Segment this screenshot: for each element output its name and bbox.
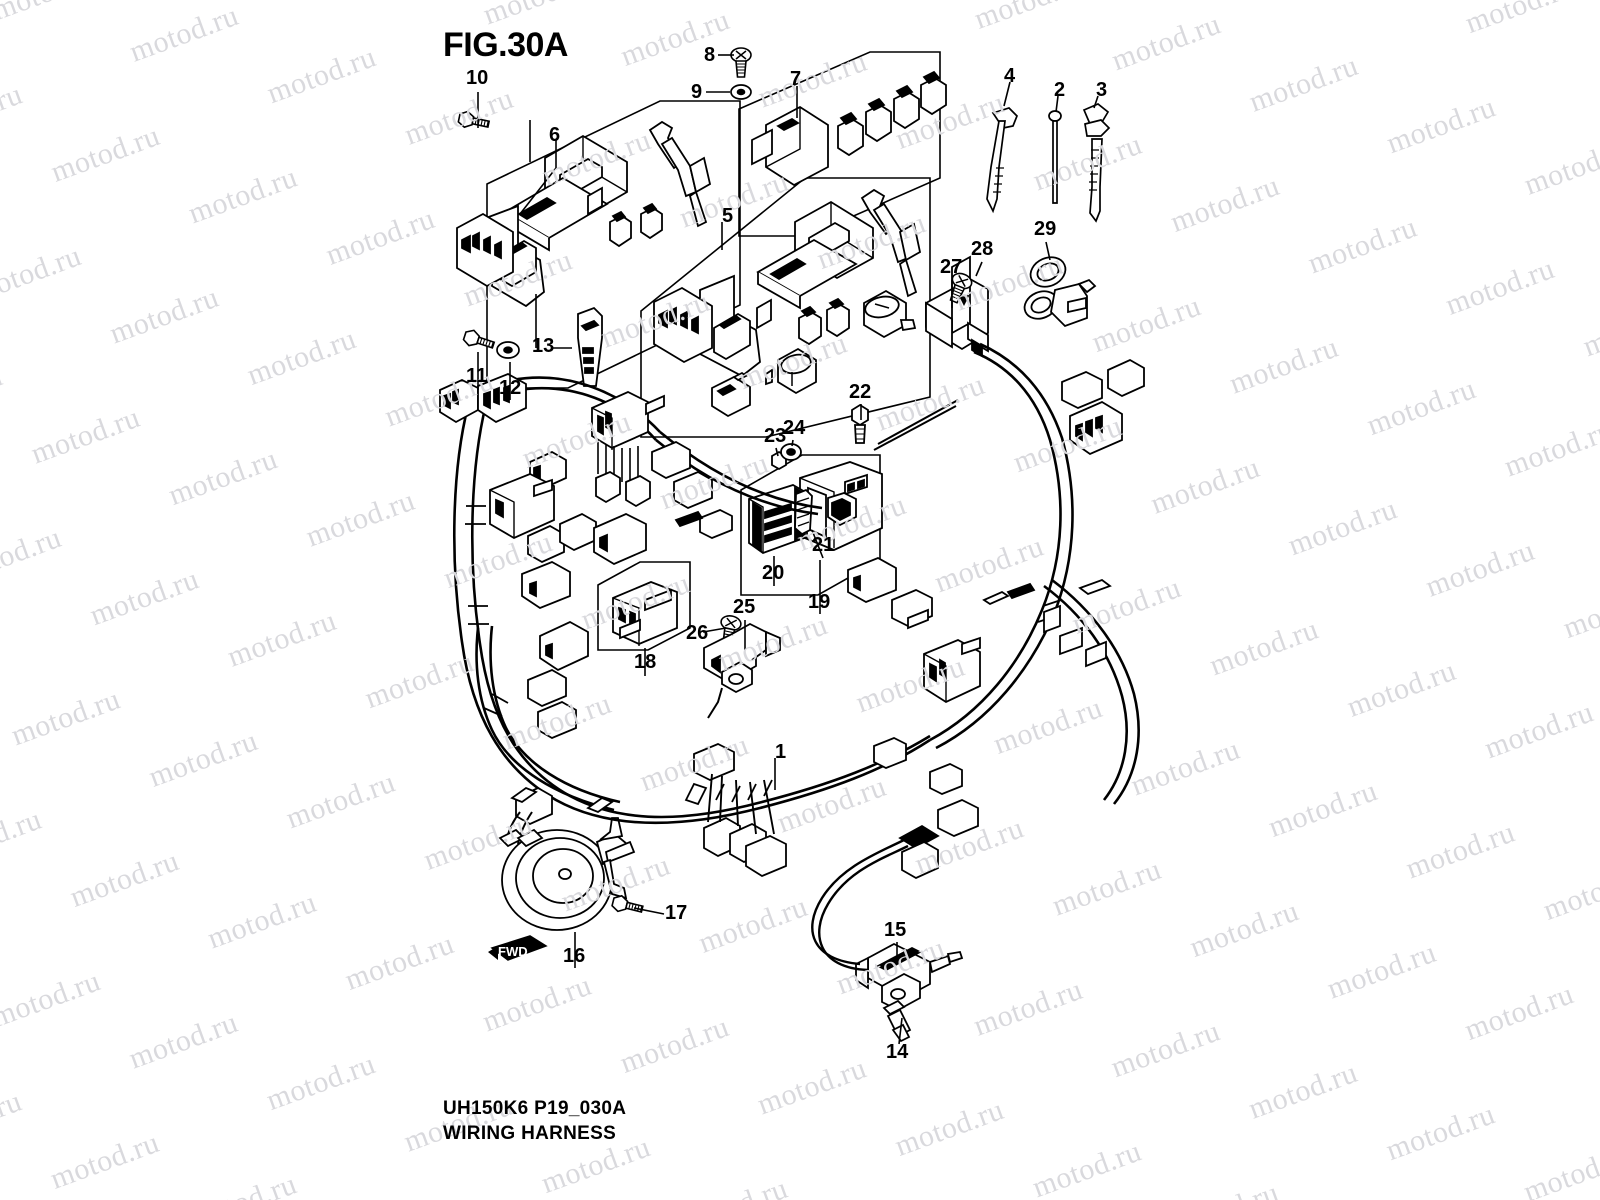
callout-20[interactable]: 20 xyxy=(762,562,785,584)
callout-25[interactable]: 25 xyxy=(733,596,756,618)
callout-10[interactable]: 10 xyxy=(466,67,489,89)
callout-22[interactable]: 22 xyxy=(849,381,872,403)
callout-11[interactable]: 11 xyxy=(466,365,488,387)
callout-28[interactable]: 28 xyxy=(971,238,994,260)
callout-19[interactable]: 19 xyxy=(808,591,831,613)
callout-5[interactable]: 5 xyxy=(722,205,734,227)
callout-17[interactable]: 17 xyxy=(665,902,688,924)
fwd-label: FWD xyxy=(498,944,528,959)
callout-24[interactable]: 24 xyxy=(783,417,806,439)
callout-29[interactable]: 29 xyxy=(1034,218,1057,240)
callout-18[interactable]: 18 xyxy=(634,651,657,673)
callout-23[interactable]: 23 xyxy=(764,425,787,447)
callout-16[interactable]: 16 xyxy=(563,945,586,967)
callout-26[interactable]: 26 xyxy=(686,622,709,644)
callout-4[interactable]: 4 xyxy=(1004,65,1016,87)
callout-2[interactable]: 2 xyxy=(1054,79,1066,101)
figure-title: FIG.30A xyxy=(443,26,568,64)
callout-27[interactable]: 27 xyxy=(940,256,963,278)
callout-13[interactable]: 13 xyxy=(532,335,555,357)
callout-14[interactable]: 14 xyxy=(886,1041,909,1063)
callout-1[interactable]: 1 xyxy=(775,741,787,763)
callout-6[interactable]: 6 xyxy=(549,124,561,146)
callout-21[interactable]: 21 xyxy=(812,534,835,556)
callout-7[interactable]: 7 xyxy=(790,68,802,90)
callout-15[interactable]: 15 xyxy=(884,919,907,941)
fwd-marker xyxy=(488,935,548,961)
callout-12[interactable]: 12 xyxy=(499,377,522,399)
callout-9[interactable]: 9 xyxy=(691,81,703,103)
diagram-caption: WIRING HARNESS xyxy=(443,1123,617,1144)
callout-3[interactable]: 3 xyxy=(1096,79,1108,101)
callout-8[interactable]: 8 xyxy=(704,44,716,66)
part-code: UH150K6 P19_030A xyxy=(443,1098,627,1119)
